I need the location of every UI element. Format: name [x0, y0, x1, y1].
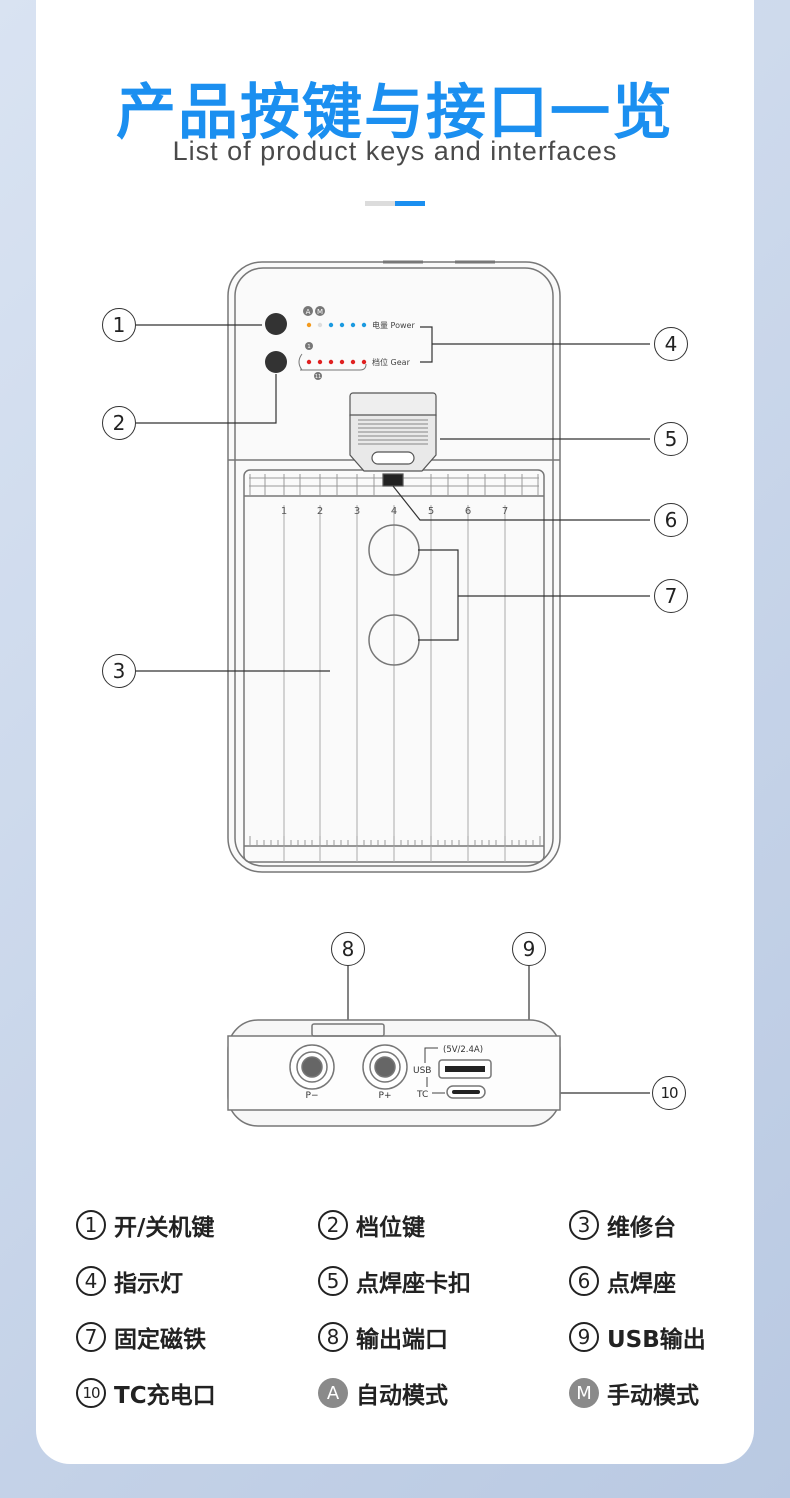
legend-item-auto-mode: A 自动模式: [318, 1376, 448, 1410]
legend-item-magnet: 7 固定磁铁: [76, 1320, 206, 1354]
callout-10: 10: [652, 1076, 686, 1110]
legend-num-1: 1: [76, 1210, 106, 1240]
gear-button[interactable]: [265, 351, 287, 373]
legend-mode-m: M: [569, 1378, 599, 1408]
legend-item-power-key: 1 开/关机键: [76, 1208, 214, 1242]
legend-label-9: USB输出: [607, 1327, 706, 1353]
legend-num-8: 8: [318, 1322, 348, 1352]
product-diagram: 1 2 3 4 5 6 7 A M 电量 Power 1 11: [136, 260, 650, 1127]
ruler-tick-5: 5: [428, 506, 434, 517]
legend-num-10: 10: [76, 1378, 106, 1408]
legend-item-tc-charging: 10 TC充电口: [76, 1376, 216, 1410]
ruler-tick-7: 7: [502, 506, 508, 517]
title-divider-grey: [365, 201, 395, 206]
legend-label-auto: 自动模式: [356, 1383, 448, 1409]
port-minus-label: P−: [306, 1091, 319, 1101]
gear-min-icon: 1: [307, 344, 311, 350]
gear-leds: [298, 342, 367, 380]
callout-4: 4: [654, 327, 688, 361]
legend-label-2: 档位键: [356, 1215, 425, 1241]
ruler-tick-6: 6: [465, 506, 471, 517]
port-plus-label: P+: [379, 1091, 392, 1101]
callout-9: 9: [512, 932, 546, 966]
legend-item-indicator: 4 指示灯: [76, 1264, 183, 1298]
legend-item-manual-mode: M 手动模式: [569, 1376, 699, 1410]
power-leds: [306, 322, 367, 328]
mode-icons: A M: [303, 306, 325, 316]
callout-1: 1: [102, 308, 136, 342]
ruler-tick-3: 3: [354, 506, 360, 517]
ruler-tick-4: 4: [391, 506, 397, 517]
callout-5: 5: [654, 422, 688, 456]
legend-item-output-port: 8 输出端口: [318, 1320, 448, 1354]
gear-max-icon: 11: [315, 374, 321, 380]
usb-spec-label: (5V/2.4A): [443, 1045, 483, 1055]
power-button[interactable]: [265, 313, 287, 335]
legend-num-4: 4: [76, 1266, 106, 1296]
legend-num-3: 3: [569, 1210, 599, 1240]
ruler-tick-1: 1: [281, 506, 287, 517]
legend-num-2: 2: [318, 1210, 348, 1240]
legend-label-1: 开/关机键: [114, 1215, 215, 1241]
legend-label-7: 固定磁铁: [114, 1327, 206, 1353]
title-divider-blue: [395, 201, 425, 206]
tc-label: TC: [416, 1090, 428, 1100]
mode-icon-a: A: [306, 308, 311, 316]
legend-num-6: 6: [569, 1266, 599, 1296]
legend-mode-a: A: [318, 1378, 348, 1408]
callout-2: 2: [102, 406, 136, 440]
legend-label-manual: 手动模式: [607, 1383, 699, 1409]
power-label: 电量 Power: [372, 320, 415, 330]
spot-weld-clip: [349, 392, 437, 487]
ruler-tick-2: 2: [317, 506, 323, 517]
legend-label-10: TC充电口: [114, 1383, 216, 1409]
usb-label: USB: [413, 1066, 431, 1076]
legend-label-8: 输出端口: [356, 1327, 448, 1353]
callout-6: 6: [654, 503, 688, 537]
legend-num-9: 9: [569, 1322, 599, 1352]
legend-label-4: 指示灯: [114, 1271, 183, 1297]
legend-label-5: 点焊座卡扣: [356, 1271, 471, 1297]
legend-num-5: 5: [318, 1266, 348, 1296]
page-title: 产品按键与接口一览: [116, 78, 674, 148]
device-top-view: [227, 260, 561, 873]
ruler-tick-labels: 1 2 3 4 5 6 7: [281, 506, 508, 517]
mode-icon-m: M: [317, 308, 323, 316]
callout-8: 8: [331, 932, 365, 966]
leader-lines: [136, 324, 650, 1094]
legend-item-repair-platform: 3 维修台: [569, 1208, 676, 1242]
legend-label-6: 点焊座: [607, 1271, 676, 1297]
callout-3: 3: [102, 654, 136, 688]
callout-7: 7: [654, 579, 688, 613]
legend-item-weld-clip: 5 点焊座卡扣: [318, 1264, 471, 1298]
legend-num-7: 7: [76, 1322, 106, 1352]
legend-item-weld-seat: 6 点焊座: [569, 1264, 676, 1298]
gear-label: 档位 Gear: [372, 357, 411, 367]
device-side-view: [227, 1019, 561, 1127]
page-subtitle: List of product keys and interfaces: [172, 136, 618, 166]
legend-label-3: 维修台: [607, 1215, 676, 1241]
legend-item-gear-key: 2 档位键: [318, 1208, 425, 1242]
legend-item-usb-output: 9 USB输出: [569, 1320, 706, 1354]
